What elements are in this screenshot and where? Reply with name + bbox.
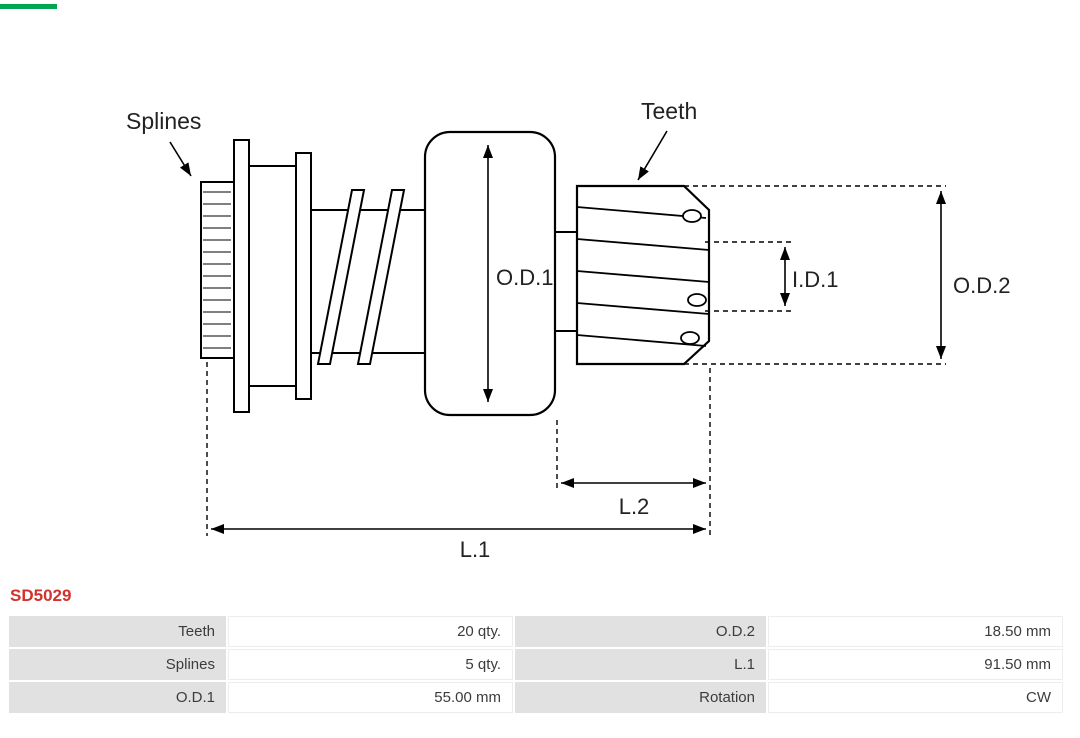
label-l2: L.2 — [619, 494, 650, 519]
flange-disk-1 — [233, 139, 250, 413]
spec-value: 18.50 mm — [768, 616, 1063, 647]
spec-label: Splines — [9, 649, 226, 680]
spring-coil — [316, 189, 366, 365]
dimension-arrows — [169, 130, 946, 534]
pinion-gear — [575, 184, 711, 366]
spec-table: Teeth 20 qty. O.D.2 18.50 mm Splines 5 q… — [9, 616, 1071, 713]
extension-lines — [206, 185, 946, 536]
spec-value: 55.00 mm — [228, 682, 513, 713]
label-l1: L.1 — [460, 537, 491, 562]
label-od2: O.D.2 — [953, 273, 1010, 298]
spec-label: L.1 — [515, 649, 766, 680]
spec-label: O.D.2 — [515, 616, 766, 647]
spec-value: CW — [768, 682, 1063, 713]
spec-label: Rotation — [515, 682, 766, 713]
splines-pointer-arrow — [169, 141, 192, 177]
spec-value: 5 qty. — [228, 649, 513, 680]
brand-strip — [0, 4, 57, 9]
label-teeth: Teeth — [641, 98, 697, 124]
spec-value: 20 qty. — [228, 616, 513, 647]
neck — [555, 231, 577, 332]
hub — [248, 165, 297, 387]
spec-label: O.D.1 — [9, 682, 226, 713]
flange-disk-2 — [295, 152, 312, 400]
teeth-pointer-arrow — [637, 130, 668, 181]
label-id1: I.D.1 — [792, 267, 838, 292]
spline-hatching — [203, 191, 231, 349]
label-od1: O.D.1 — [496, 265, 553, 290]
starter-drive-diagram: Splines Teeth O.D.1 I.D.1 O.D.2 L.2 L.1 — [126, 98, 1010, 562]
spec-value: 91.50 mm — [768, 649, 1063, 680]
label-splines: Splines — [126, 108, 201, 134]
spring — [316, 189, 406, 365]
spec-label: Teeth — [9, 616, 226, 647]
spring-coil — [356, 189, 406, 365]
flange-section — [233, 139, 312, 413]
splined-shaft — [200, 181, 235, 359]
gear-teeth-lines — [576, 206, 710, 347]
part-number: SD5029 — [10, 586, 72, 605]
